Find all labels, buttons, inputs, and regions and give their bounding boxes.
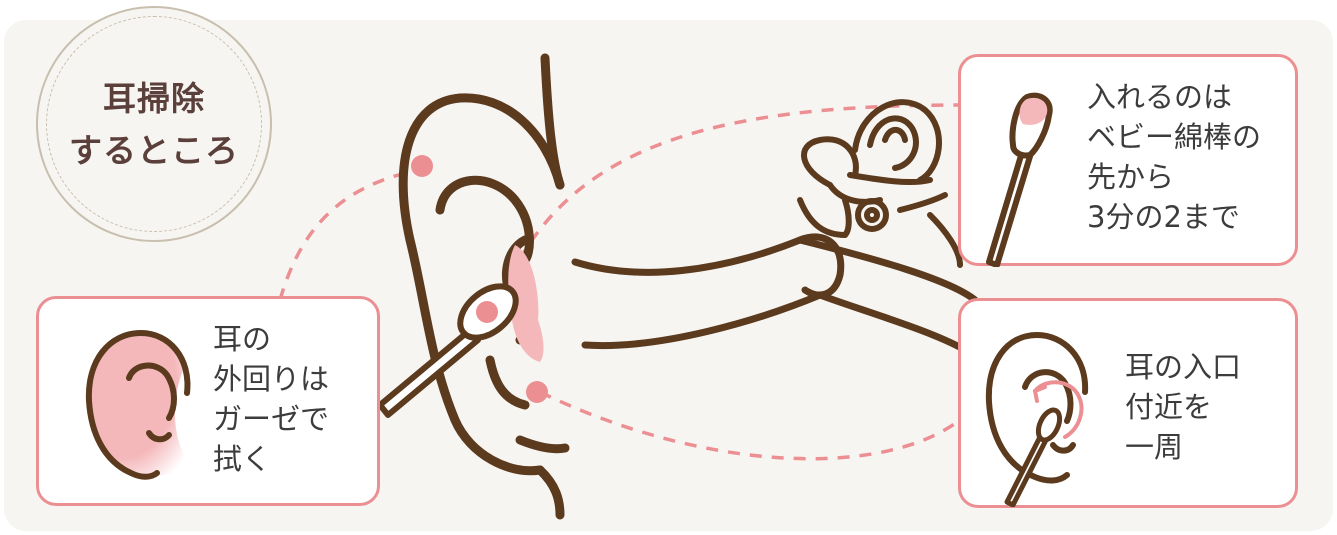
outer-card-line-2: 外回りは [213, 361, 329, 398]
entrance-card-line-1: 耳の入口 [1125, 349, 1241, 386]
ear-entrance-icon [975, 317, 1115, 507]
swab-card-line-1: 入れるのは [1087, 79, 1232, 116]
entrance-card-line-3: 一周 [1125, 429, 1183, 466]
ear-outline [403, 58, 565, 515]
swab-card-line-2: ベビー綿棒の [1087, 119, 1261, 156]
marker-dot-entrance [526, 381, 548, 403]
swab-card-line-4: 3分の2まで [1087, 199, 1240, 236]
card-swab-depth: 入れるのは ベビー綿棒の 先から 3分の2まで [958, 54, 1298, 266]
outer-ear-icon [69, 323, 199, 483]
outer-card-line-3: ガーゼで [213, 401, 329, 438]
title-line-2: するところ [38, 124, 270, 172]
connector-entrance [540, 392, 960, 459]
outer-card-line-4: 拭く [213, 441, 271, 478]
title-line-1: 耳掃除 [38, 72, 270, 120]
title-badge: 耳掃除 するところ [36, 6, 272, 242]
entrance-card-line-2: 付近を [1125, 389, 1212, 426]
baby-swab-icon [975, 87, 1065, 267]
card-outer-ear: 耳の 外回りは ガーゼで 拭く [36, 296, 380, 506]
outer-card-line-1: 耳の [213, 321, 271, 358]
swab-card-line-3: 先から [1087, 159, 1174, 196]
ear-canal [575, 237, 975, 350]
card-ear-entrance: 耳の入口 付近を 一周 [958, 298, 1298, 508]
marker-dot-outer [411, 155, 433, 177]
